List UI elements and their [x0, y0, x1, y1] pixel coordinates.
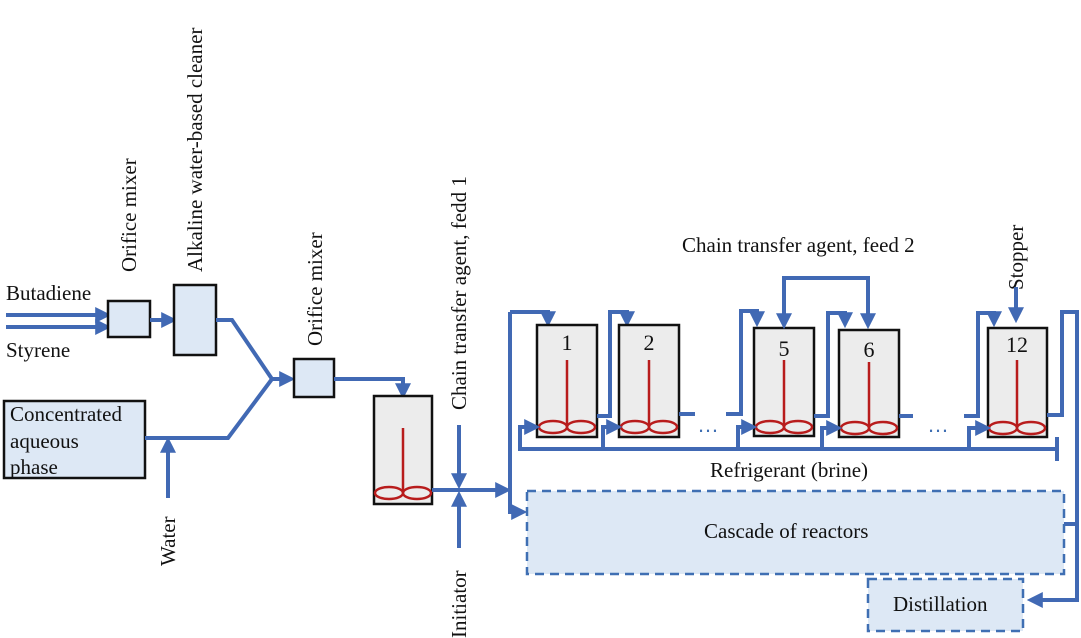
reactor-6-number: 6 — [864, 337, 875, 362]
stirrer-icon — [839, 362, 899, 436]
ellipsis-2: … — [927, 412, 949, 437]
distillation-label: Distillation — [893, 592, 988, 616]
reactor-2-number: 2 — [644, 330, 655, 355]
reactor-6-brine-pipe — [820, 420, 843, 449]
reactor-1-brine-pipe — [518, 419, 541, 449]
mixer-to-prereactor-pipe — [334, 377, 411, 400]
reactor-12: 12 — [986, 326, 1049, 439]
cascade-of-reactors-label: Cascade of reactors — [704, 519, 868, 543]
reactor-1-to-2-pipe — [597, 310, 635, 418]
aqueous-phase-label-3: phase — [10, 455, 58, 479]
styrene-label: Styrene — [6, 338, 70, 362]
chain-transfer-feed-2-label: Chain transfer agent, feed 2 — [682, 233, 915, 257]
stirrer-icon — [537, 360, 597, 435]
orifice-mixer-1 — [106, 299, 152, 339]
reactor-12-inlet-pipe — [964, 311, 1002, 418]
reactor-6: 6 — [837, 328, 901, 439]
reactor-2: 2 — [617, 323, 681, 439]
stopper-label: Stopper — [1004, 225, 1028, 290]
reactor-5-inlet-pipe — [726, 309, 765, 416]
orifice-mixer-1-label: Orifice mixer — [117, 158, 141, 272]
water-label: Water — [156, 516, 180, 566]
cascade-of-reactors-box — [525, 489, 1066, 576]
reactor-12-brine-pipe — [967, 420, 992, 449]
ellipsis-1: … — [697, 412, 719, 437]
aqueous-phase-label-2: aqueous — [10, 429, 79, 453]
reactor-2-brine-pipe — [601, 419, 623, 449]
chain-transfer-feed-1-label: Chain transfer agent, fedd 1 — [447, 176, 471, 410]
butadiene-label: Butadiene — [6, 281, 91, 305]
reactor-12-to-distillation-pipe — [1026, 310, 1079, 608]
initiator-label: Initiator — [447, 570, 471, 638]
aqueous-phase-unit — [2, 399, 147, 480]
reactor-5-number: 5 — [779, 336, 790, 361]
orifice-mixer-2-label: Orifice mixer — [303, 232, 327, 346]
aqueous-to-junction-pipe — [145, 377, 274, 440]
reactor-5: 5 — [752, 326, 816, 438]
refrigerant-label: Refrigerant (brine) — [710, 458, 868, 482]
alkaline-cleaner-label: Alkaline water-based cleaner — [183, 28, 207, 272]
alkaline-cleaner — [172, 283, 218, 357]
reactor-1-inlet-pipe — [510, 310, 556, 328]
chain-transfer-feed-2-pipe — [782, 276, 870, 320]
cleaner-to-junction-pipe — [216, 318, 274, 381]
pre-reactor-stirrer-icon — [373, 428, 433, 501]
reactor-5-brine-pipe — [736, 419, 758, 449]
distillation-box — [866, 577, 1025, 633]
reactor-1-number: 1 — [562, 330, 573, 355]
aqueous-phase-label-1: Concentrated — [10, 402, 122, 426]
reactor-1: 1 — [535, 323, 599, 439]
cascade-feed-pipe — [508, 312, 528, 520]
orifice-mixer-2 — [292, 357, 336, 399]
reactor-5-to-6-pipe — [814, 311, 853, 418]
reactor-12-number: 12 — [1006, 332, 1028, 357]
